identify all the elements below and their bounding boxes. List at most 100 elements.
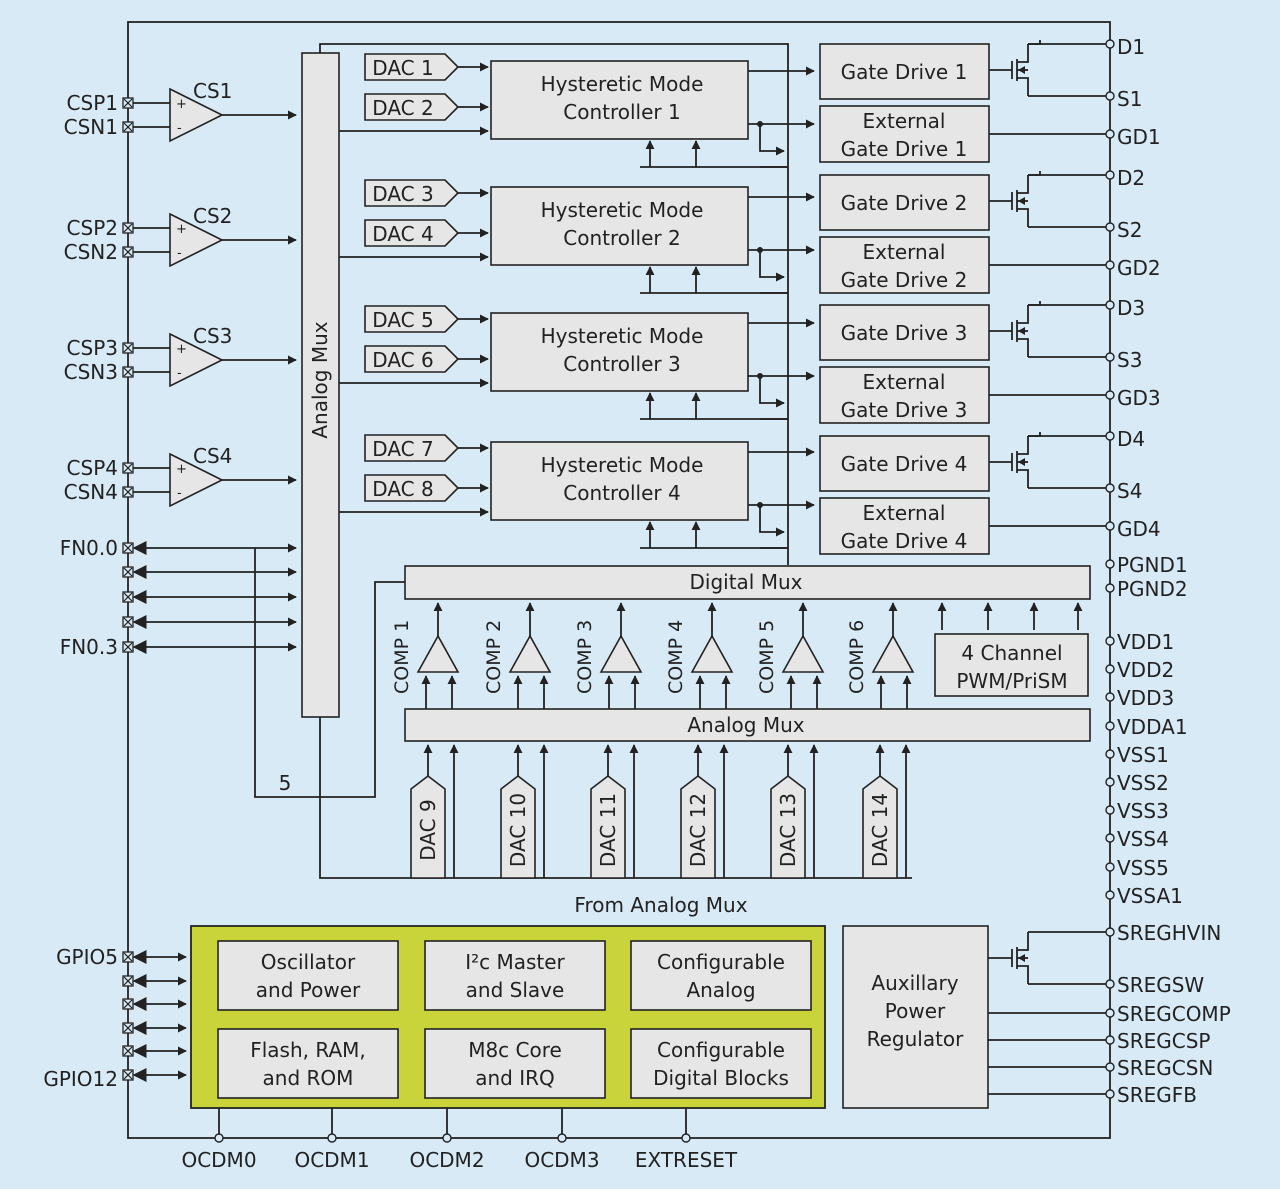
digital-mux-label: Digital Mux: [690, 570, 803, 594]
pin-label-gd: GD3: [1117, 386, 1161, 410]
mcu-block-label: Analog: [686, 978, 755, 1002]
hysteretic-controller: [490, 60, 749, 140]
pwm-label: PWM/PriSM: [956, 669, 1067, 693]
pin-label-d: D2: [1117, 166, 1145, 190]
pin-cross: [123, 952, 133, 962]
gate-drive-label: Gate Drive 3: [841, 321, 968, 345]
pin-cross: [123, 1070, 133, 1080]
pin-label-s: S3: [1117, 348, 1142, 372]
amplifier-icon: [169, 332, 224, 388]
pin-label-power: VSS5: [1117, 856, 1169, 880]
mcu-block: [424, 940, 606, 1011]
minus-sign: -: [177, 246, 182, 261]
pin-bottom: [557, 1133, 567, 1143]
pin-fn: [122, 566, 134, 578]
pin-csp: [122, 222, 134, 234]
pin-regulator: [1105, 979, 1115, 989]
dac-label: DAC 7: [372, 437, 433, 461]
pin-d: [1105, 431, 1115, 441]
pin-csn: [122, 366, 134, 378]
amplifier-icon: [169, 87, 224, 143]
pin-label-power: VSSA1: [1117, 884, 1183, 908]
mcu-block: [424, 1028, 606, 1099]
mcu-block-label: and ROM: [263, 1066, 354, 1090]
controller-label: Controller 4: [563, 481, 680, 505]
pin-label-fn0-3: FN0.3: [60, 635, 118, 659]
pin-cross: [123, 223, 133, 233]
pin-label-bottom: EXTRESET: [635, 1148, 738, 1172]
pin-gpio: [122, 951, 134, 963]
pin-label-power: VSS2: [1117, 771, 1169, 795]
comparator-label: COMP 3: [574, 620, 596, 694]
pin-gd: [1105, 129, 1115, 139]
body-arrow: [1018, 197, 1025, 205]
mcu-block-label: Oscillator: [261, 950, 356, 974]
dac-label: DAC 1: [372, 56, 433, 80]
pin-s: [1105, 222, 1115, 232]
pin-label-power: PGND1: [1117, 553, 1188, 577]
pin-d: [1105, 300, 1115, 310]
body-arrow: [1018, 954, 1025, 962]
pin-d: [1105, 39, 1115, 49]
pin-s: [1105, 352, 1115, 362]
minus-sign: -: [177, 121, 182, 136]
dac-label: DAC 8: [372, 477, 433, 501]
pin-label-power: VDD1: [1117, 630, 1174, 654]
pin-label-csn: CSN4: [64, 480, 118, 504]
mcu-block-label: Configurable: [657, 1038, 785, 1062]
controller-label: Hysteretic Mode: [541, 453, 704, 477]
pwm-label: 4 Channel: [961, 641, 1062, 665]
pin-csn: [122, 121, 134, 133]
dac-block: [364, 305, 460, 333]
gate-drive: [819, 174, 990, 231]
pin-label-regulator: SREGFB: [1117, 1083, 1197, 1107]
junction: [757, 247, 763, 253]
from-analog-mux-label: From Analog Mux: [574, 893, 747, 917]
pin-label-bottom: OCDM3: [524, 1148, 599, 1172]
mcu-block-label: Configurable: [657, 950, 785, 974]
mcu-block: [630, 1028, 812, 1099]
comparator-label: COMP 5: [756, 620, 778, 694]
ext-gate-drive-label: Gate Drive 3: [841, 398, 968, 422]
pin-cross: [123, 543, 133, 553]
drain-lead: [1017, 436, 1029, 455]
gate-drive-label: Gate Drive 2: [841, 191, 968, 215]
dac-label: DAC 3: [372, 182, 433, 206]
aux-regulator-label: Auxillary: [871, 971, 958, 995]
dac-bottom-label: DAC 10: [506, 793, 530, 867]
controller-label: Hysteretic Mode: [541, 72, 704, 96]
pin-label-regulator: SREGCSN: [1117, 1056, 1213, 1080]
pin-bottom: [327, 1133, 337, 1143]
dac-block-bottom: [770, 774, 806, 879]
pin-s: [1105, 91, 1115, 101]
source-lead: [1017, 77, 1029, 96]
pin-csp: [122, 462, 134, 474]
mosfet-icon: [1011, 175, 1029, 227]
amplifier-icon: [169, 452, 224, 508]
pin-csn: [122, 486, 134, 498]
pin-label-s: S4: [1117, 479, 1142, 503]
minus-sign: -: [177, 366, 182, 381]
pin-cross: [123, 642, 133, 652]
plus-sign: +: [176, 97, 187, 112]
gate-drive: [819, 435, 990, 492]
wire-branch: [759, 124, 785, 156]
amp-label: CS3: [193, 324, 232, 348]
pin-csp: [122, 342, 134, 354]
pin-label-s: S1: [1117, 87, 1142, 111]
aux-regulator-label: Power: [885, 999, 946, 1023]
mcu-block: [630, 940, 812, 1011]
pin-cross: [123, 122, 133, 132]
pin-label-gpio5: GPIO5: [56, 945, 118, 969]
pin-cross: [123, 567, 133, 577]
gate-drive-label: Gate Drive 1: [841, 60, 968, 84]
pin-power: [1105, 833, 1115, 843]
mcu-block-label: and Power: [256, 978, 361, 1002]
pin-gpio: [122, 975, 134, 987]
dac-block-bottom: [680, 774, 716, 879]
digital-mux: [404, 565, 1091, 600]
pin-power: [1105, 583, 1115, 593]
dac-label: DAC 2: [372, 96, 433, 120]
bus-width-label: 5: [279, 771, 292, 795]
